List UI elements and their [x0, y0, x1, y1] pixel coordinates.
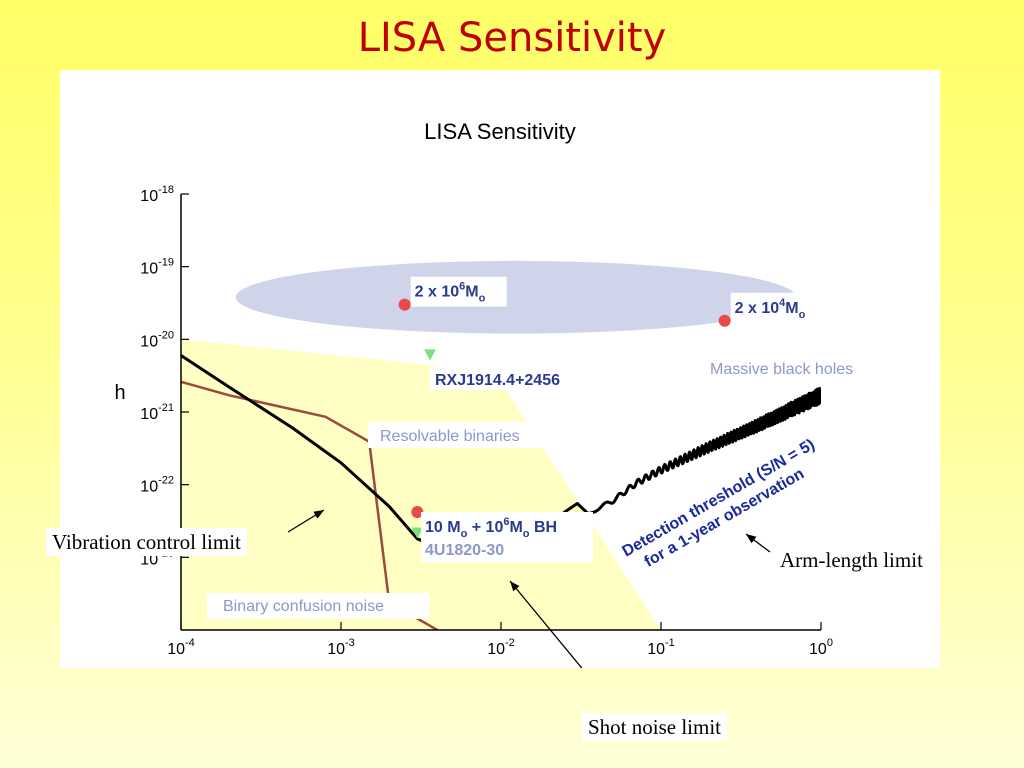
vibration-limit-callout: Vibration control limit — [46, 528, 247, 556]
massive-black-holes-label: Massive black holes — [704, 356, 890, 380]
y-tick-label: 10-18 — [140, 184, 174, 205]
x-tick-label: 10-4 — [167, 637, 195, 658]
y-tick-label: 10-20 — [140, 329, 174, 350]
massive-black-holes-label-text: Massive black holes — [710, 361, 853, 378]
u4-label-text: 4U1820-30 — [425, 542, 504, 559]
chart-title: LISA Sensitivity — [424, 119, 576, 144]
massive-black-holes-region — [235, 260, 797, 334]
emri-label-bg — [421, 512, 593, 562]
arm-length-pointer-head — [746, 534, 757, 544]
x-tick-label: 10-2 — [487, 637, 515, 658]
x-tick-label: 10-3 — [327, 637, 355, 658]
source-label-text: 2 x 106Mo — [415, 281, 486, 305]
emri-label: 10 Mo + 106Mo BH 4U1820-30 — [421, 512, 593, 562]
massive-black-holes-label-bg — [704, 356, 890, 380]
x-tick-label: 100 — [809, 637, 833, 658]
y-tick-label: 10-21 — [140, 402, 174, 423]
binary-confusion-label-text: Binary confusion noise — [223, 598, 384, 615]
y-tick-label: 10-19 — [140, 257, 174, 278]
rxj-label: RXJ1914.4+2456 — [430, 366, 590, 390]
shot-noise-pointer — [509, 580, 583, 668]
source-label-bh-2e4: 2 x 104Mo — [730, 292, 827, 323]
vibration-pointer-head — [313, 510, 324, 519]
source-marker-bh-2e4 — [718, 314, 731, 327]
binary-confusion-label-bg — [207, 593, 429, 619]
binary-confusion-label: Binary confusion noise — [207, 593, 429, 619]
source-marker-bh-2e6 — [398, 298, 411, 311]
sensitivity-chart: LISA Sensitivity 10-18 10-19 10-20 10-21 10-… — [114, 119, 890, 668]
x-tick-label: 10-1 — [647, 637, 675, 658]
rxj-label-text: RXJ1914.4+2456 — [435, 372, 560, 389]
resolvable-binaries-label-bg — [368, 422, 578, 448]
slide-title: LISA Sensitivity — [357, 15, 667, 61]
resolvable-binaries-label-text: Resolvable binaries — [380, 428, 520, 445]
source-label-text: 2 x 104Mo — [735, 297, 806, 321]
shot-noise-limit-callout: Shot noise limit — [582, 713, 728, 741]
rxj-label-bg — [430, 366, 590, 390]
source-label-bh-2e6: 2 x 106Mo — [410, 276, 507, 307]
source-marker-bh-emri — [411, 506, 424, 519]
source-label-bh-2e4-bg — [730, 292, 827, 323]
y-tick-label: 10-22 — [140, 475, 174, 496]
y-axis-label: h — [114, 382, 125, 404]
resolvable-binaries-label: Resolvable binaries — [368, 422, 578, 448]
shot-noise-pointer-head — [510, 581, 520, 592]
sensitivity-curve — [181, 354, 821, 555]
shot-noise-pointer-line — [509, 580, 583, 668]
chart-panel: LISA Sensitivity 10-18 10-19 10-20 10-21 10-… — [60, 70, 940, 668]
emri-label-text: 10 Mo + 106Mo BH — [425, 516, 557, 540]
source-label-bh-2e6-bg — [410, 276, 507, 307]
binary-marker-4u — [411, 527, 424, 539]
binary-marker-rxj — [424, 349, 437, 361]
vibration-pointer — [287, 509, 325, 533]
arm-length-limit-callout: Arm-length limit — [774, 546, 929, 574]
detection-threshold-line1: Detection threshold (S/N = 5) — [620, 436, 818, 560]
arm-length-pointer — [745, 533, 771, 553]
